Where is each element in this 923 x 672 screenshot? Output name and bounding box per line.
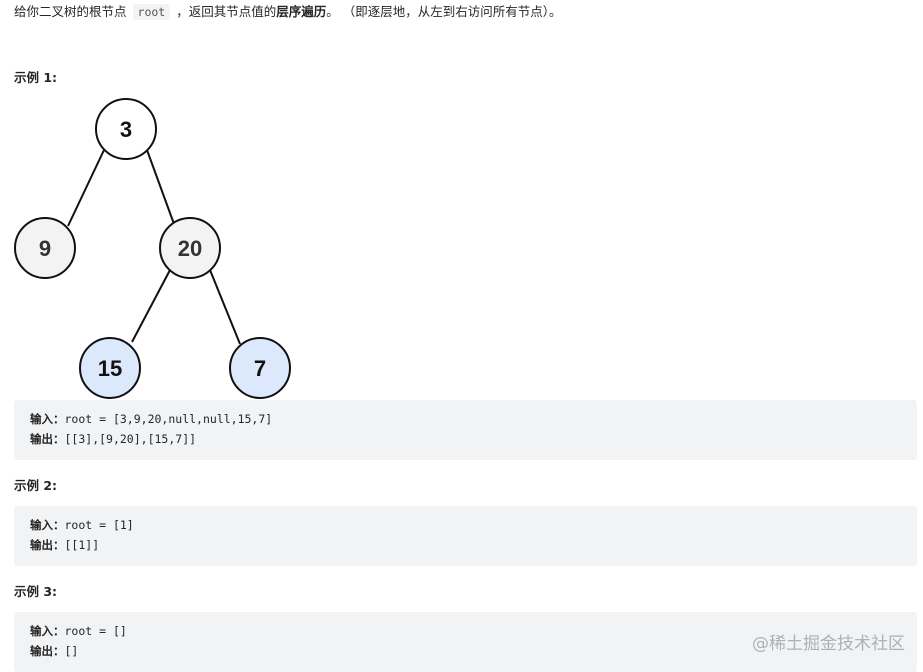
binary-tree-diagram: 3 9 20 15 7: [0, 90, 300, 400]
tree-node-15: 15: [79, 337, 141, 399]
example-2-input-value: root = [1]: [64, 518, 134, 532]
example-2-code-block: 输入：root = [1] 输出：[[1]]: [14, 506, 917, 566]
intro-middle: ，返回其节点值的: [176, 4, 277, 19]
example-1-code-block: 输入：root = [3,9,20,null,null,15,7] 输出：[[3…: [14, 400, 917, 460]
example-3-output-value: []: [64, 644, 79, 658]
tree-node-20: 20: [159, 217, 221, 279]
example-2-title: 示例 2:: [14, 478, 58, 493]
example-1-title: 示例 1:: [14, 70, 58, 85]
tree-node-3: 3: [95, 98, 157, 160]
tree-node-label-9: 9: [39, 236, 51, 261]
edge-3-20: [146, 149, 175, 225]
example-1-input-value: root = [3,9,20,null,null,15,7]: [64, 412, 273, 426]
example-1-output-label: 输出：: [30, 432, 65, 446]
tree-node-label-3: 3: [120, 117, 132, 142]
tree-edges: [67, 149, 241, 345]
edge-20-15: [131, 269, 171, 343]
intro-prefix: 给你二叉树的根节点: [14, 4, 127, 19]
example-1-output-row: 输出：[[3],[9,20],[15,7]]: [30, 429, 901, 449]
example-2-input-label: 输入：: [30, 518, 65, 532]
example-3-code-block: 输入：root = [] 输出：[]: [14, 612, 917, 672]
intro-bold-term: 层序遍历: [276, 4, 327, 19]
intro-suffix: 。 （即逐层地，从左到右访问所有节点）。: [326, 4, 562, 19]
tree-node-label-7: 7: [254, 356, 266, 381]
inline-code-root: root: [132, 4, 171, 20]
example-1-input-label: 输入：: [30, 412, 65, 426]
example-3-title: 示例 3:: [14, 584, 58, 599]
example-2-output-value: [[1]]: [64, 538, 100, 552]
tree-node-label-15: 15: [98, 356, 122, 381]
example-3-output-row: 输出：[]: [30, 641, 901, 661]
example-1-input-row: 输入：root = [3,9,20,null,null,15,7]: [30, 409, 901, 429]
tree-node-7: 7: [229, 337, 291, 399]
example-3-output-label: 输出：: [30, 644, 65, 658]
problem-statement: 给你二叉树的根节点 root ，返回其节点值的层序遍历。 （即逐层地，从左到右访问所…: [14, 3, 561, 21]
example-3-input-row: 输入：root = []: [30, 621, 901, 641]
tree-node-9: 9: [14, 217, 76, 279]
tree-node-label-20: 20: [178, 236, 202, 261]
edge-20-7: [209, 269, 241, 345]
edge-3-9: [67, 149, 105, 227]
example-2-input-row: 输入：root = [1]: [30, 515, 901, 535]
example-2-output-label: 输出：: [30, 538, 65, 552]
example-1-output-value: [[3],[9,20],[15,7]]: [64, 432, 197, 446]
example-3-input-value: root = []: [64, 624, 127, 638]
example-2-output-row: 输出：[[1]]: [30, 535, 901, 555]
site-watermark: @稀土掘金技术社区: [752, 634, 905, 654]
binary-tree-svg: 3 9 20 15 7: [14, 98, 291, 399]
example-3-input-label: 输入：: [30, 624, 65, 638]
